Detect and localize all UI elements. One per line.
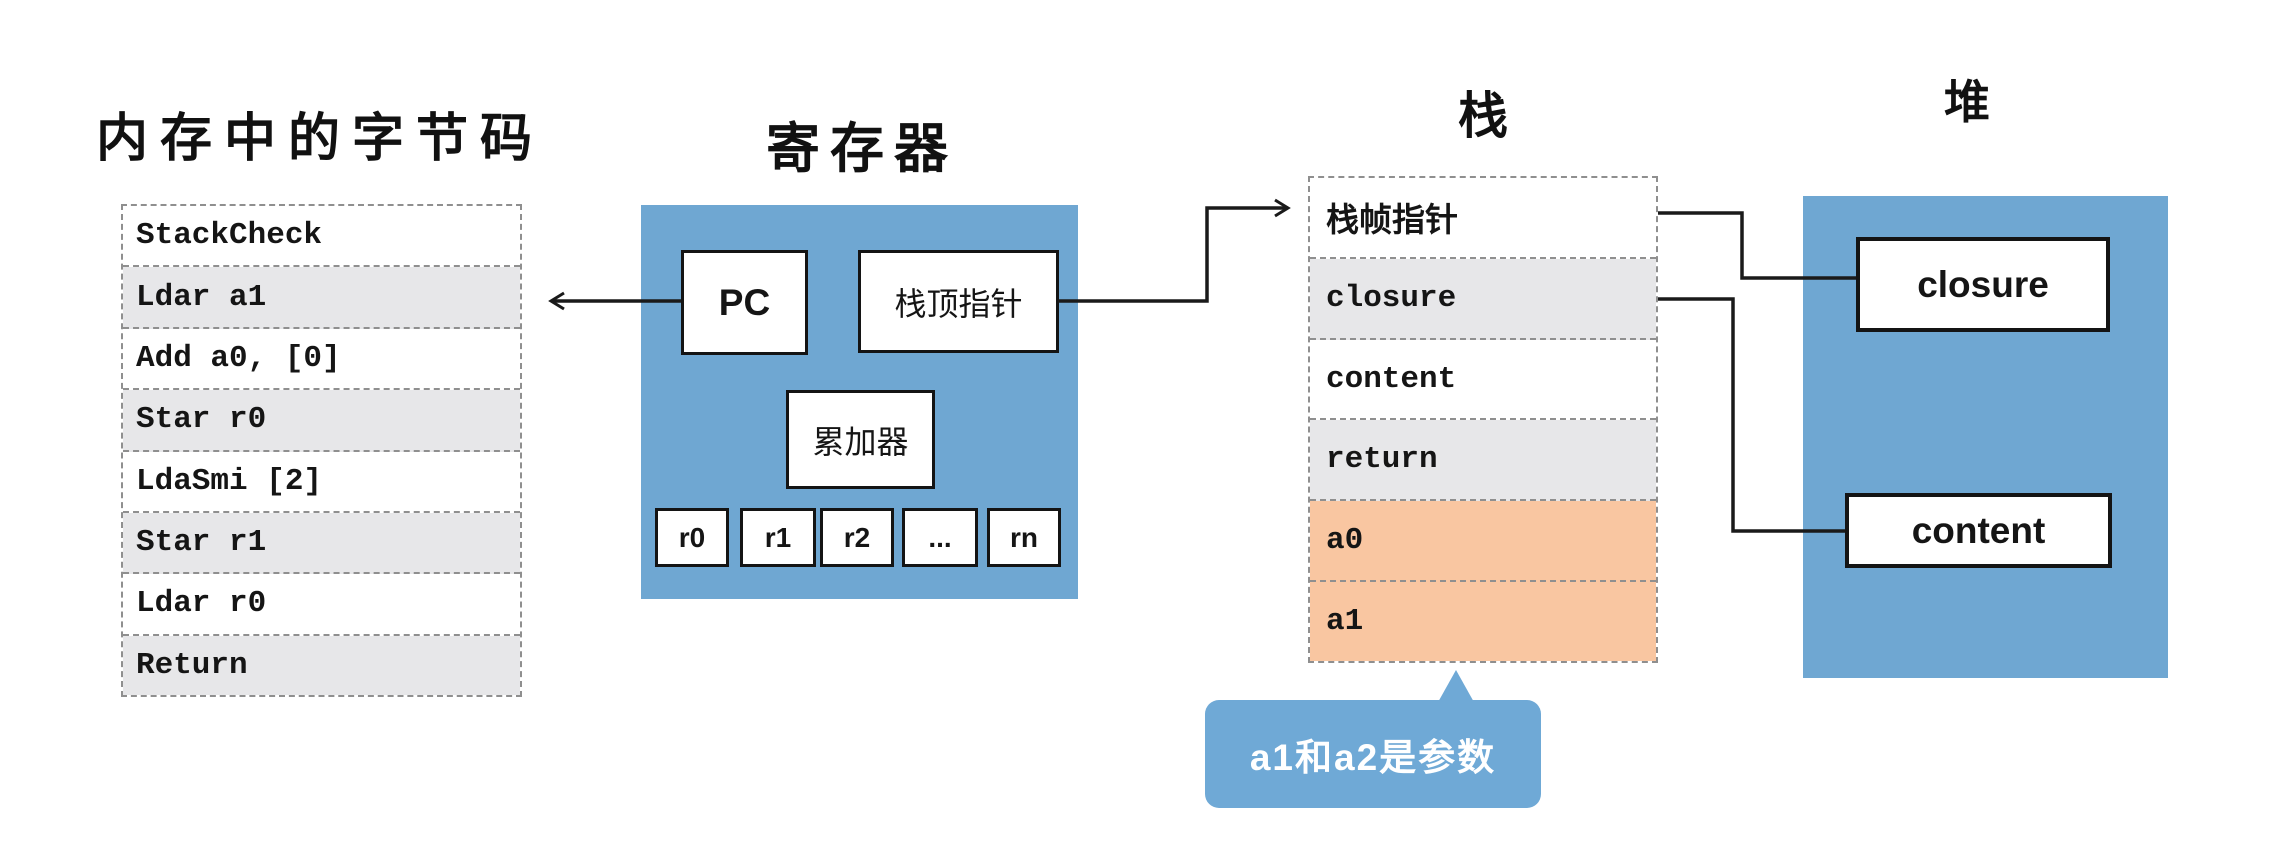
bytecode-section-title: 内存中的字节码 bbox=[96, 110, 545, 168]
stack-section-title: 栈 bbox=[1458, 88, 1508, 144]
accumulator-box: 累加器 bbox=[786, 390, 935, 489]
registers-section-title: 寄存器 bbox=[766, 119, 958, 179]
bytecode-row: Ldar a1 bbox=[123, 267, 520, 329]
register-cell-r1: r1 bbox=[740, 508, 816, 567]
bytecode-row: Star r1 bbox=[123, 512, 520, 575]
bytecode-list: StackCheck Ldar a1 Add a0, [0] Star r0 L… bbox=[121, 204, 522, 697]
registers-panel: PC 栈顶指针 累加器 r0 r1 r2 ... rn bbox=[641, 205, 1078, 599]
register-cell-rn: rn bbox=[987, 508, 1061, 567]
heap-panel: closure content bbox=[1803, 196, 2168, 678]
stack-row-closure: closure bbox=[1310, 258, 1656, 340]
register-cell-ellipsis: ... bbox=[902, 508, 978, 567]
bytecode-row: Return bbox=[123, 635, 520, 695]
stack-row-frame-pointer: 栈帧指针 bbox=[1310, 178, 1656, 259]
stack-row-a0: a0 bbox=[1310, 501, 1656, 583]
register-cell-r2: r2 bbox=[820, 508, 894, 567]
parameters-callout: a1和a2是参数 bbox=[1205, 700, 1541, 808]
pc-register-box: PC bbox=[681, 250, 808, 355]
stack-row-content: content bbox=[1310, 339, 1656, 421]
arrow-stack-top-pointer-to-stack bbox=[1058, 198, 1291, 303]
bytecode-row: Star r0 bbox=[123, 390, 520, 452]
bytecode-row: Add a0, [0] bbox=[123, 328, 520, 391]
heap-section-title: 堆 bbox=[1944, 76, 1990, 128]
heap-closure-box: closure bbox=[1856, 237, 2110, 332]
stack-row-a1: a1 bbox=[1310, 582, 1656, 661]
register-cell-r0: r0 bbox=[655, 508, 729, 567]
heap-content-box: content bbox=[1845, 493, 2112, 568]
bytecode-row: Ldar r0 bbox=[123, 574, 520, 636]
stack-top-pointer-box: 栈顶指针 bbox=[858, 250, 1059, 353]
callout-pointer-triangle bbox=[1437, 670, 1475, 704]
bytecode-row: StackCheck bbox=[123, 206, 520, 268]
stack-row-return: return bbox=[1310, 420, 1656, 502]
stack-list: 栈帧指针 closure content return a0 a1 bbox=[1308, 176, 1658, 663]
bytecode-row: LdaSmi [2] bbox=[123, 451, 520, 513]
